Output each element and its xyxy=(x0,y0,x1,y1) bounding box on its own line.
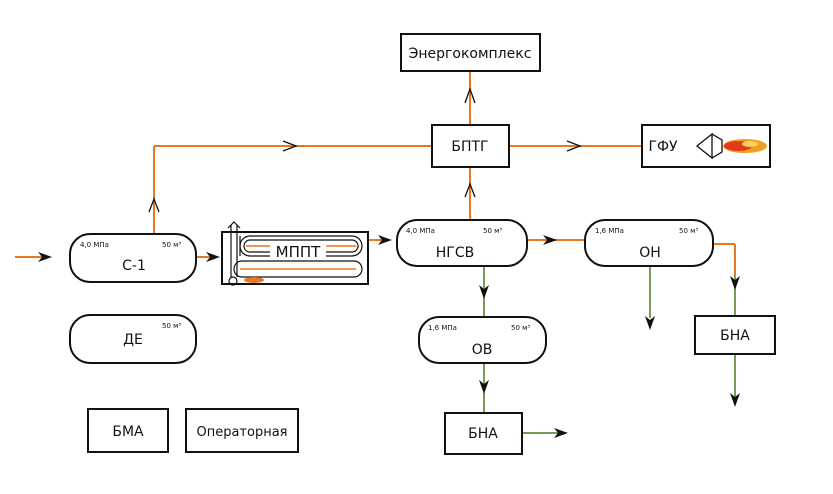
vessel-s1-name: С-1 xyxy=(122,258,146,274)
chevron-up-s1 xyxy=(148,197,160,213)
vessel-ov[interactable]: 1,6 МПа 50 м³ ОВ xyxy=(418,316,547,364)
vessel-ngsv-name: НГСВ xyxy=(436,245,474,261)
arrow-right-top xyxy=(730,276,740,290)
bna-bottom-label: БНА xyxy=(468,426,498,442)
flare-nozzle-icon xyxy=(695,132,723,160)
arrow-ov-bna xyxy=(479,380,489,394)
arrow-feed-in xyxy=(38,252,52,262)
vessel-s1-pressure: 4,0 МПа xyxy=(80,241,109,249)
vessel-ngsv-pressure: 4,0 МПа xyxy=(406,227,435,235)
vessel-s1[interactable]: 4,0 МПа 50 м³ С-1 xyxy=(69,233,197,283)
burner-flame-icon xyxy=(244,277,264,283)
bma-box[interactable]: БМА xyxy=(87,408,169,453)
arrow-ngsv-ov xyxy=(479,285,489,299)
bna-right-label: БНА xyxy=(720,328,750,344)
chevron-up-energy xyxy=(464,87,476,104)
chevron-right-gfu xyxy=(566,140,582,152)
vessel-ngsv[interactable]: 4,0 МПа 50 м³ НГСВ xyxy=(396,219,528,267)
flame-icon xyxy=(723,139,767,153)
vessel-de[interactable]: 50 м³ ДЕ xyxy=(69,314,197,364)
vessel-ov-pressure: 1,6 МПа xyxy=(428,324,457,332)
arrow-on-drain xyxy=(645,316,655,330)
arrow-mppt-ngsv xyxy=(378,235,392,245)
bptg-box[interactable]: БПТГ xyxy=(431,124,510,168)
chevron-up-ngsv xyxy=(464,182,476,198)
arrow-bna-out xyxy=(554,428,568,438)
gfu-label: ГФУ xyxy=(648,139,678,155)
arrow-s1-mppt xyxy=(206,252,220,262)
vessel-s1-volume: 50 м³ xyxy=(162,241,181,249)
vessel-on-volume: 50 м³ xyxy=(679,227,698,235)
bptg-label: БПТГ xyxy=(451,139,488,155)
vessel-on[interactable]: 1,6 МПа 50 м³ ОН xyxy=(584,219,714,267)
vessel-on-name: ОН xyxy=(639,245,661,261)
operator-label: Операторная xyxy=(196,425,287,440)
arrow-right-bottom xyxy=(730,393,740,407)
vessel-de-name: ДЕ xyxy=(123,332,143,348)
bna-bottom-box[interactable]: БНА xyxy=(444,412,523,455)
bna-right-box[interactable]: БНА xyxy=(694,315,776,355)
operator-box[interactable]: Операторная xyxy=(185,408,299,453)
gfu-box[interactable]: ГФУ xyxy=(641,124,771,168)
vessel-ov-volume: 50 м³ xyxy=(511,324,530,332)
flow-arrows xyxy=(38,235,740,438)
mppt-label: МППТ xyxy=(276,243,322,261)
vessel-ngsv-volume: 50 м³ xyxy=(483,227,502,235)
vessel-de-volume: 50 м³ xyxy=(162,322,181,330)
chevron-right-header xyxy=(282,140,298,152)
energy-label: Энергокомплекс xyxy=(409,46,532,62)
arrow-ngsv-on xyxy=(543,235,557,245)
gas-lines xyxy=(153,72,642,234)
mppt-furnace[interactable]: МППТ xyxy=(221,221,369,286)
bma-label: БМА xyxy=(112,424,144,440)
vessel-ov-name: ОВ xyxy=(472,342,493,358)
vessel-on-pressure: 1,6 МПа xyxy=(595,227,624,235)
energy-box[interactable]: Энергокомплекс xyxy=(400,33,541,72)
gas-flow-chevrons xyxy=(148,87,582,213)
